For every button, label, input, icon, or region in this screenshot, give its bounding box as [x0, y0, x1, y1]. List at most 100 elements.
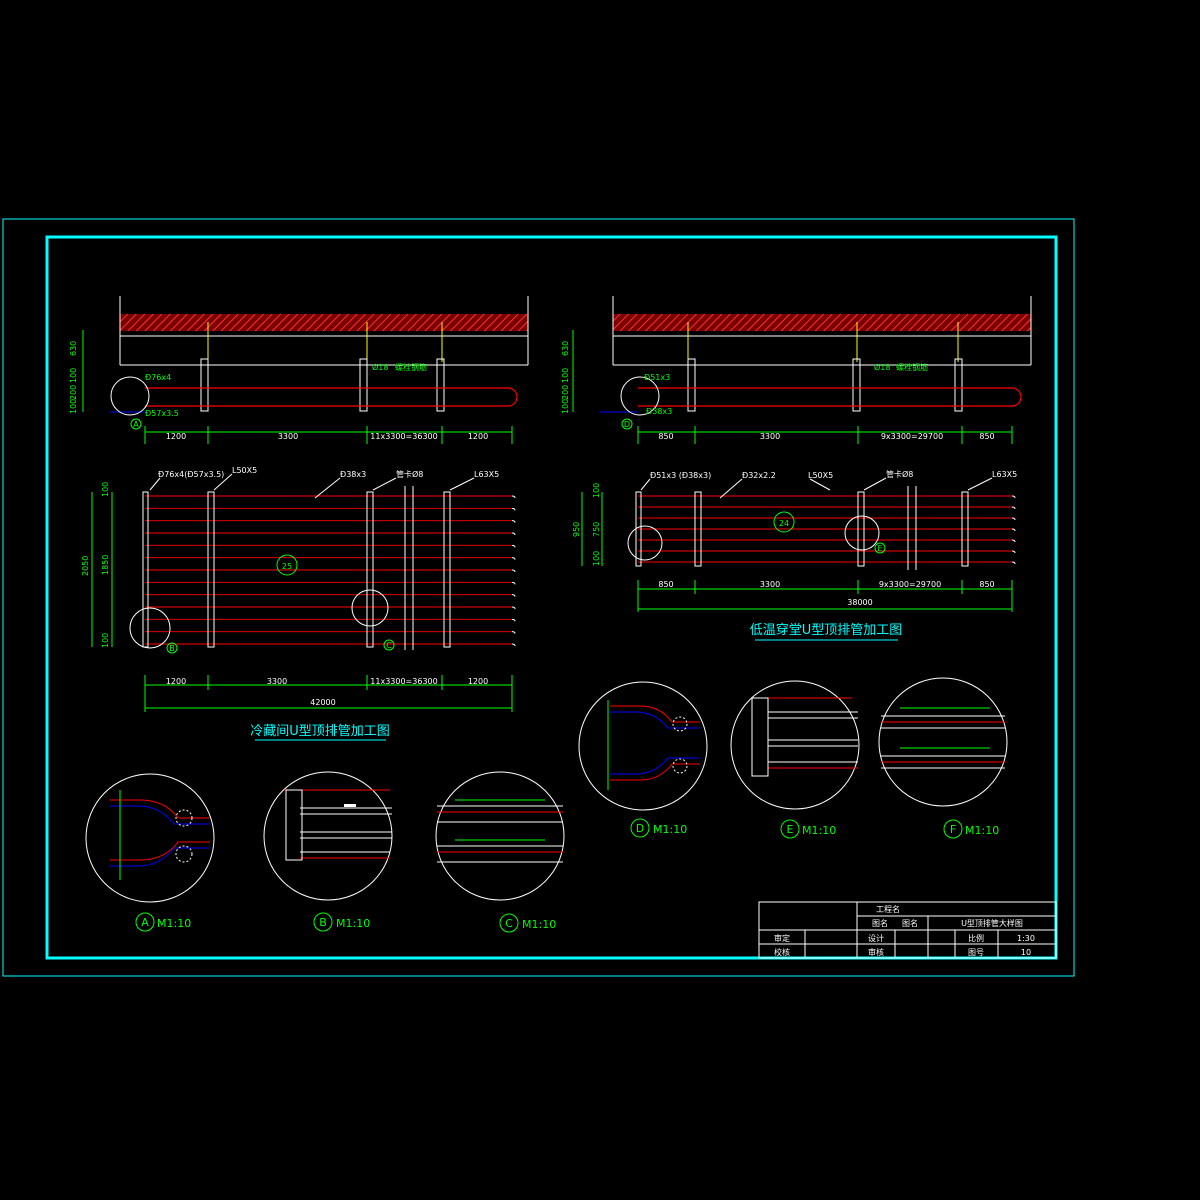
right-section-view: D 630 100 200 100 Ð51x3 Ð38x3 Ø18 螺栓钢筋 8…	[561, 296, 1032, 444]
left-pipe-end	[511, 606, 516, 610]
title-block-drawing-name: U型顶排管大样图	[961, 918, 1023, 928]
right-pipe-bottom-label: Ð38x3	[646, 407, 672, 416]
callout-circle-b	[129, 607, 171, 649]
left-pipe-end	[511, 631, 516, 634]
svg-text:200: 200	[69, 385, 78, 400]
right-pipe-end	[1011, 528, 1016, 532]
right-pipe-end	[1011, 550, 1016, 554]
svg-text:1200: 1200	[468, 677, 488, 686]
svg-text:100: 100	[101, 482, 110, 497]
svg-text:1200: 1200	[166, 432, 186, 441]
svg-text:管卡Ø8: 管卡Ø8	[886, 469, 913, 479]
svg-text:M1:10: M1:10	[965, 824, 999, 837]
svg-text:38000: 38000	[847, 598, 872, 607]
detail-c: C M1:10	[435, 771, 565, 933]
svg-text:比例: 比例	[968, 933, 984, 943]
left-pipe-end	[511, 594, 516, 597]
callout-circle-c	[351, 589, 389, 627]
left-pipe-count-circle	[276, 554, 298, 576]
svg-text:图号: 图号	[968, 948, 984, 957]
svg-text:L50X5: L50X5	[808, 471, 833, 480]
svg-text:11x3300=36300: 11x3300=36300	[370, 677, 437, 686]
svg-text:100: 100	[592, 551, 601, 566]
svg-text:100: 100	[69, 368, 78, 383]
right-pipe-top-label: Ð51x3	[644, 373, 670, 382]
title-block-project-label: 工程名	[876, 904, 900, 914]
svg-text:11x3300=36300: 11x3300=36300	[370, 432, 437, 441]
svg-text:D: D	[636, 822, 644, 835]
svg-text:L50X5: L50X5	[232, 466, 257, 475]
svg-text:100: 100	[69, 399, 78, 414]
svg-text:850: 850	[658, 432, 673, 441]
detail-e: E M1:10	[730, 680, 860, 839]
detail-d: D M1:10	[578, 681, 708, 838]
svg-text:图名: 图名	[872, 918, 888, 928]
right-pipe-end	[1011, 506, 1016, 510]
left-pipe-end	[511, 643, 516, 647]
svg-text:2050: 2050	[81, 556, 90, 576]
detail-b: B M1:10	[263, 771, 393, 932]
left-pipe-end	[511, 581, 516, 585]
svg-text:750: 750	[592, 522, 601, 537]
svg-text:校核: 校核	[774, 947, 790, 957]
svg-text:100: 100	[561, 368, 570, 383]
svg-text:M1:10: M1:10	[802, 824, 836, 837]
svg-text:B: B	[319, 916, 327, 929]
left-pipe-end	[511, 520, 516, 523]
svg-text:1200: 1200	[468, 432, 488, 441]
svg-text:630: 630	[69, 341, 78, 356]
svg-text:3300: 3300	[760, 580, 780, 589]
right-bolt-label: Ø18	[874, 362, 890, 372]
title-block-scale: 1:30	[1017, 934, 1035, 943]
right-plan-view: E 24 Ð51x3 (Ð38x3) Ð32x2.2 L50X5 管卡Ø8 L6…	[572, 469, 1017, 641]
svg-text:Ð51x3 (Ð38x3): Ð51x3 (Ð38x3)	[650, 471, 711, 480]
left-slab-hatch	[120, 314, 528, 331]
right-pipe-end	[1011, 517, 1016, 521]
svg-text:审定: 审定	[774, 933, 790, 943]
outer-frame	[2, 218, 1075, 977]
svg-text:Ð32x2.2: Ð32x2.2	[742, 471, 776, 480]
svg-text:管卡Ø8: 管卡Ø8	[396, 469, 423, 479]
svg-text:1850: 1850	[101, 555, 110, 575]
svg-text:A: A	[141, 916, 149, 929]
inner-frame	[45, 235, 1058, 960]
left-pipe-count: 25	[282, 562, 292, 571]
svg-text:9x3300=29700: 9x3300=29700	[879, 580, 941, 589]
svg-text:3300: 3300	[760, 432, 780, 441]
svg-text:C: C	[505, 917, 513, 930]
svg-text:E: E	[787, 823, 794, 836]
svg-text:42000: 42000	[310, 698, 335, 707]
svg-text:设计: 设计	[868, 933, 884, 943]
svg-text:L63X5: L63X5	[474, 470, 499, 479]
right-pipe-count: 24	[779, 519, 789, 528]
svg-text:图名: 图名	[902, 918, 918, 928]
svg-text:9x3300=29700: 9x3300=29700	[881, 432, 943, 441]
callout-a-label: A	[133, 420, 139, 429]
svg-text:审核: 审核	[868, 947, 884, 957]
left-pipe-end	[511, 569, 516, 573]
svg-text:螺栓钢筋: 螺栓钢筋	[395, 362, 427, 372]
left-pipe-end	[511, 557, 516, 560]
svg-text:3300: 3300	[278, 432, 298, 441]
svg-text:Ð76x4(Ð57x3.5): Ð76x4(Ð57x3.5)	[158, 470, 224, 479]
right-pipe-count-circle	[773, 511, 795, 533]
svg-text:950: 950	[572, 522, 581, 537]
callout-circle-d	[620, 376, 660, 416]
left-section-view: A 630 100 200 100 Ð76x4 Ð57x3.5 Ø18 螺栓钢筋…	[69, 296, 529, 444]
left-pipe-end	[511, 544, 516, 548]
svg-text:630: 630	[561, 341, 570, 356]
svg-text:850: 850	[979, 432, 994, 441]
svg-text:螺栓钢筋: 螺栓钢筋	[896, 362, 928, 372]
right-slab-hatch	[613, 314, 1031, 331]
svg-text:D: D	[624, 420, 630, 429]
left-pipe-top-label: Ð76x4	[145, 373, 171, 382]
svg-text:100: 100	[561, 399, 570, 414]
left-plan-view: B C 25 Ð76x4(Ð57x3.5) L50X5 Ð38x3 管卡Ø8 L…	[81, 466, 516, 741]
svg-text:M1:10: M1:10	[157, 917, 191, 930]
callout-circle-e	[627, 525, 663, 561]
right-pipe-end	[1011, 561, 1016, 565]
svg-text:M1:10: M1:10	[522, 918, 556, 931]
left-pipe-array	[145, 495, 516, 647]
svg-text:Ð38x3: Ð38x3	[340, 470, 366, 479]
